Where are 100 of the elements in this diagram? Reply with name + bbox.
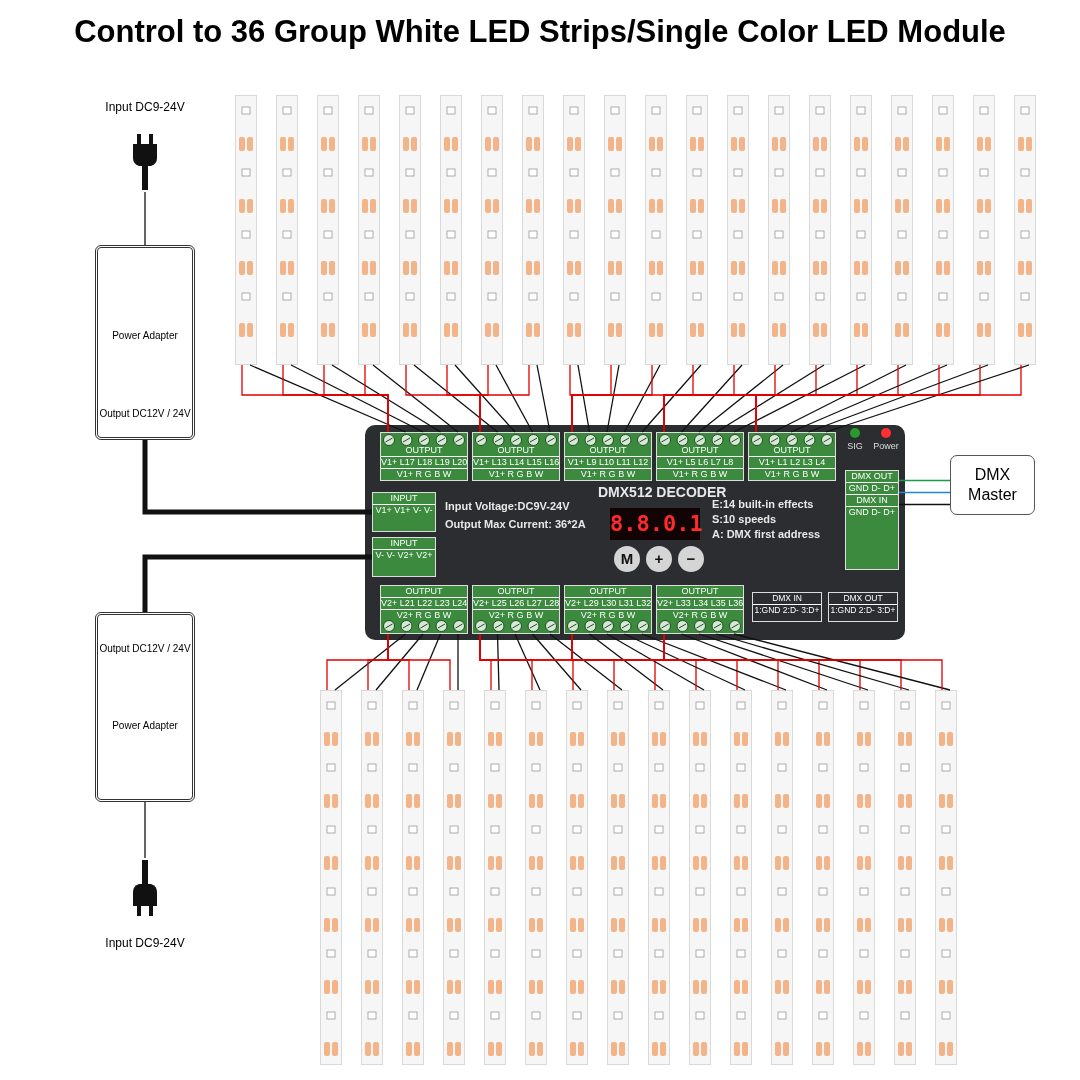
adapter-label: Output DC12V / 24V bbox=[98, 408, 192, 419]
decoder-device bbox=[365, 425, 905, 640]
pin-label: 1:GND 2:D- 3:D+ bbox=[753, 604, 821, 616]
terminal-heading: OUTPUT bbox=[496, 445, 536, 456]
led-strip bbox=[973, 95, 995, 365]
led-strip bbox=[563, 95, 585, 365]
led-strip bbox=[850, 95, 872, 365]
pin-label: V1+ L13 L14 L15 L16 bbox=[473, 456, 559, 468]
led-strip bbox=[604, 95, 626, 365]
pin-label: V1+ R G B W bbox=[565, 468, 651, 480]
wire bbox=[606, 364, 620, 433]
wire bbox=[588, 633, 664, 691]
wire bbox=[413, 364, 499, 433]
wire bbox=[495, 364, 534, 433]
pin-label: GND D- D+ bbox=[846, 482, 898, 494]
pin-label: V1+ L1 L2 L3 L4 bbox=[749, 456, 835, 468]
led-strip bbox=[891, 95, 913, 365]
wire bbox=[733, 633, 951, 691]
wire bbox=[549, 633, 623, 691]
pin-label: V1+ R G B W bbox=[381, 468, 467, 480]
led-strip bbox=[771, 690, 793, 1065]
led-strip bbox=[768, 95, 790, 365]
wire bbox=[898, 491, 951, 494]
wire bbox=[698, 633, 869, 691]
pin-label: V2+ R G B W bbox=[381, 609, 467, 621]
led-strip bbox=[525, 690, 547, 1065]
segment-display: 8.8.0.1 bbox=[610, 508, 700, 540]
terminal-heading: OUTPUT bbox=[680, 445, 720, 456]
led-strip bbox=[276, 95, 298, 365]
terminal-block bbox=[564, 585, 652, 634]
pin-label: DMX IN bbox=[846, 494, 898, 506]
led-strip bbox=[566, 690, 588, 1065]
wire bbox=[790, 364, 948, 433]
wire bbox=[144, 191, 146, 246]
terminal-heading: OUTPUT bbox=[680, 586, 720, 597]
pin-label: V2+ R G B W bbox=[565, 609, 651, 621]
title: Control to 36 Group White LED Strips/Single Color LED Module bbox=[73, 14, 1007, 50]
wire bbox=[641, 364, 702, 433]
terminal-heading: OUTPUT bbox=[404, 445, 444, 456]
terminal-heading: OUTPUT bbox=[404, 586, 444, 597]
led-strip bbox=[648, 690, 670, 1065]
wire bbox=[698, 364, 784, 433]
pin-label: V2+ L25 L26 L27 L28 bbox=[473, 597, 559, 609]
led-strip bbox=[686, 95, 708, 365]
pin-label: V1+ L5 L6 L7 L8 bbox=[657, 456, 743, 468]
pin-label: V1+ V1+ V- V- bbox=[373, 504, 435, 516]
wire bbox=[898, 479, 951, 482]
led-strip bbox=[689, 690, 711, 1065]
wire bbox=[416, 633, 442, 691]
wire bbox=[680, 633, 828, 691]
indicator-label: Power bbox=[872, 441, 900, 451]
led-strip bbox=[317, 95, 339, 365]
terminal-block bbox=[472, 585, 560, 634]
led-strip bbox=[853, 690, 875, 1065]
terminal-heading: DMX OUT bbox=[842, 593, 884, 604]
power-adapter-box bbox=[95, 245, 195, 440]
terminal-heading: INPUT bbox=[389, 538, 419, 549]
led-strip bbox=[645, 95, 667, 365]
terminal-heading: DMX IN bbox=[771, 593, 803, 604]
led-strip bbox=[607, 690, 629, 1065]
wire bbox=[144, 801, 146, 859]
pin-label: V1+ L9 L10 L11 L12 bbox=[565, 456, 651, 468]
pin-label: V1+ L17 L18 L19 L20 bbox=[381, 456, 467, 468]
terminal-heading: INPUT bbox=[389, 493, 419, 504]
wire bbox=[496, 633, 500, 691]
voltage-label: Input DC9-24V bbox=[104, 936, 186, 950]
led-strip bbox=[358, 95, 380, 365]
wire bbox=[290, 364, 424, 433]
led-strip bbox=[727, 95, 749, 365]
device-label: Input Voltage:DC9V-24V bbox=[445, 500, 570, 512]
wire bbox=[372, 364, 459, 433]
led-strip bbox=[361, 690, 383, 1065]
terminal-heading: DMX OUT bbox=[850, 471, 894, 482]
round-button: − bbox=[678, 546, 704, 572]
pin-label: V2+ R G B W bbox=[473, 609, 559, 621]
led-strip bbox=[809, 95, 831, 365]
terminal-block bbox=[380, 585, 468, 634]
wire bbox=[142, 440, 372, 515]
wire bbox=[249, 364, 407, 433]
led-strip bbox=[320, 690, 342, 1065]
terminal-block bbox=[656, 585, 744, 634]
adapter-label: Power Adapter bbox=[111, 720, 179, 731]
adapter-label: Power Adapter bbox=[111, 330, 179, 341]
controller-box: DMX Master bbox=[950, 455, 1035, 515]
round-button: + bbox=[646, 546, 672, 572]
wire bbox=[375, 633, 424, 691]
terminal-heading: OUTPUT bbox=[588, 586, 628, 597]
round-button: M bbox=[614, 546, 640, 572]
led-strip bbox=[932, 95, 954, 365]
pin-label: V1+ R G B W bbox=[657, 468, 743, 480]
wire bbox=[531, 633, 582, 691]
led-strip bbox=[894, 690, 916, 1065]
led-strip bbox=[484, 690, 506, 1065]
led-strip bbox=[402, 690, 424, 1065]
pin-label: V1+ R G B W bbox=[749, 468, 835, 480]
wire bbox=[536, 364, 551, 433]
terminal-block bbox=[372, 492, 436, 532]
wire bbox=[623, 364, 661, 433]
wire bbox=[577, 364, 591, 433]
voltage-label: Input DC9-24V bbox=[104, 100, 186, 114]
